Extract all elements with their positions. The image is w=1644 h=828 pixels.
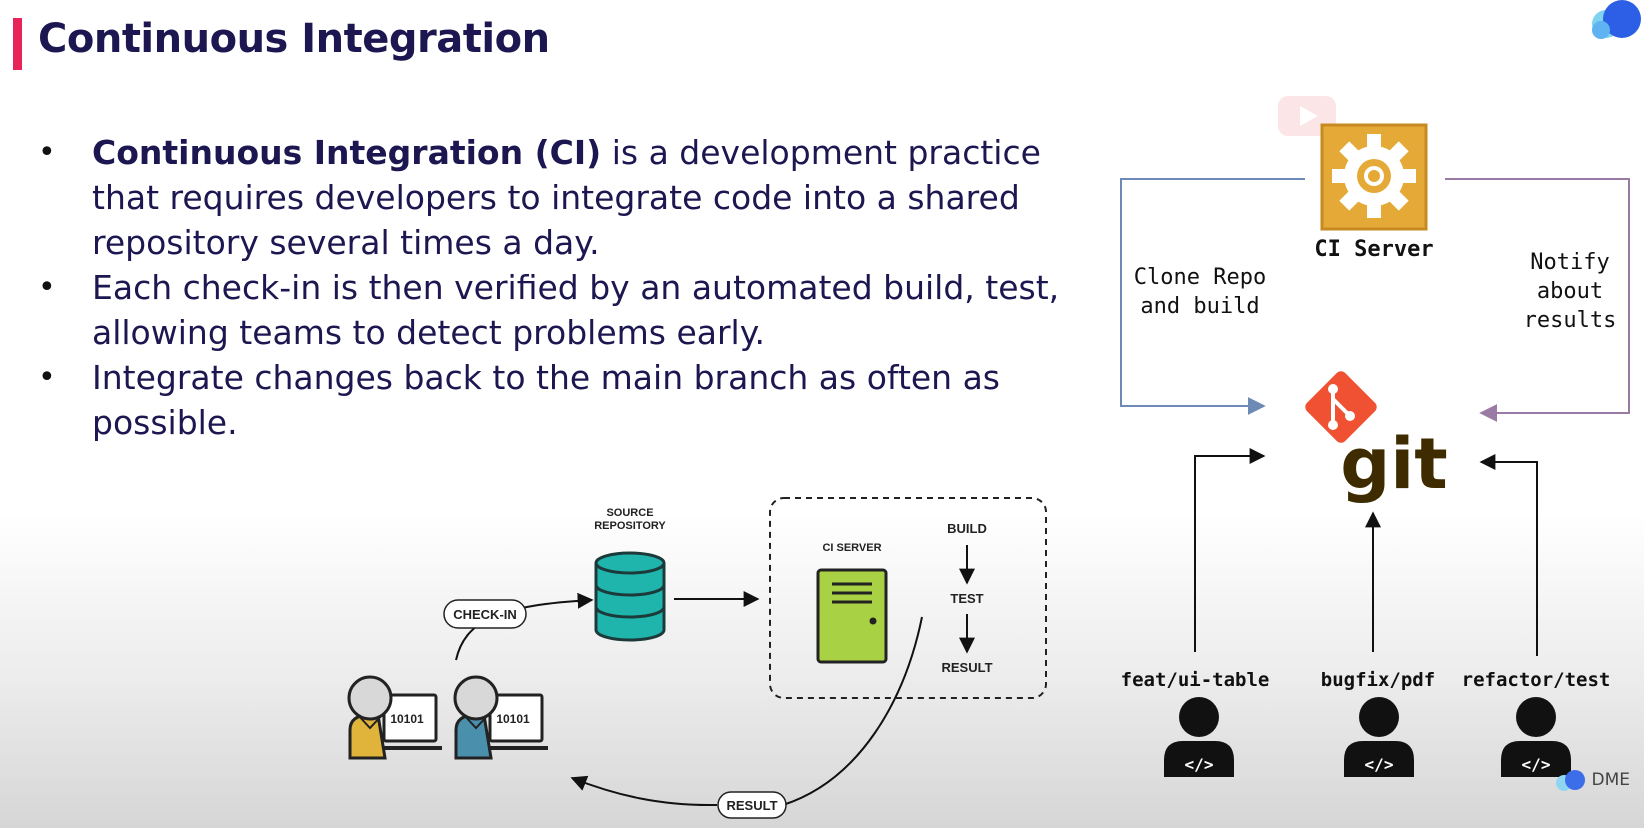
right-ci-diagram: CI Server Clone Repo and build Notify ab… [1120,96,1630,777]
source-repo-label-2: REPOSITORY [594,520,666,532]
bullet-text: Integrate changes back to the main branc… [92,358,1000,442]
brand-logo [1592,0,1641,39]
bullet-item: Continuous Integration (CI) is a develop… [38,130,1068,265]
developer-code-icon: </> [1164,697,1234,777]
notify-label-3: results [1524,308,1617,333]
developer-icon: 10101 [453,675,548,760]
page-title: Continuous Integration [38,16,550,62]
ci-server-label: CI SERVER [822,542,881,554]
dme-label: DME [1591,770,1631,790]
dev-code-glyph: </> [1522,755,1551,774]
source-repo-label-1: SOURCE [606,507,653,519]
branch-label: feat/ui-table [1121,669,1270,691]
gear-icon [1320,123,1428,231]
result-pill [717,791,787,819]
dme-logo-icon [1555,770,1586,791]
bullet-item: Integrate changes back to the main branc… [38,355,1068,445]
dev-code-glyph: </> [1185,755,1214,774]
clone-label-2: and build [1140,294,1259,319]
title-accent-bar [13,18,22,70]
server-icon [816,568,888,664]
check-in-pill [443,599,527,629]
ci-server-title: CI Server [1314,237,1433,262]
clone-label-1: Clone Repo [1134,265,1266,290]
build-label: BUILD [947,521,987,536]
bullet-text: Each check-in is then verified by an aut… [92,268,1060,352]
result-loop-label: RESULT [726,798,777,813]
bullet-bold: Continuous Integration (CI) [92,133,602,172]
bullet-list: Continuous Integration (CI) is a develop… [38,130,1068,445]
result-label: RESULT [941,660,992,675]
check-in-label: CHECK-IN [453,607,517,622]
developer-icon: 10101 [347,675,442,760]
database-icon [594,551,666,642]
branch-label: bugfix/pdf [1321,669,1435,691]
bullet-text: is a development practice that requires … [92,133,1041,262]
dev-code-text: 10101 [496,712,530,726]
left-ci-diagram: SOURCE REPOSITORY CHECK-IN CI SERVER BUI… [347,497,1047,819]
git-wordmark: git [1340,423,1448,505]
dev-code-text: 10101 [390,712,424,726]
bullet-item: Each check-in is then verified by an aut… [38,265,1068,355]
developer-code-icon: </> [1501,697,1571,777]
test-label: TEST [950,591,983,606]
branch-label: refactor/test [1462,669,1611,691]
ci-server-box [769,497,1047,699]
notify-label-1: Notify [1530,250,1609,275]
developer-code-icon: </> [1344,697,1414,777]
notify-label-2: about [1537,279,1603,304]
git-logo-icon [1305,371,1377,443]
dev-code-glyph: </> [1365,755,1394,774]
dme-watermark: DME [1555,770,1631,791]
